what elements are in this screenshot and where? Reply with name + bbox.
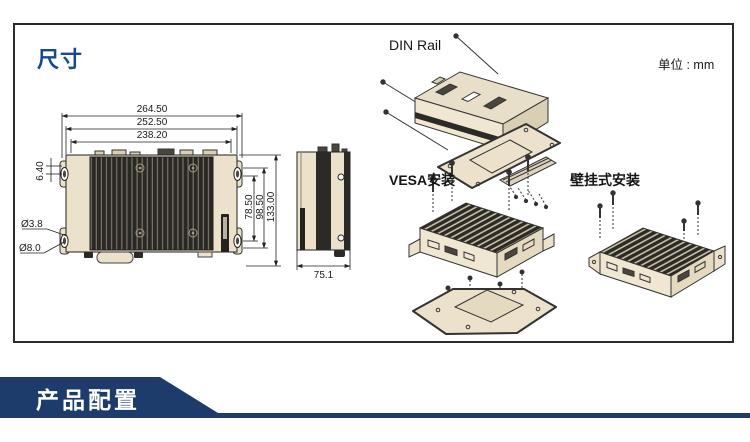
advantech-logo-badge-text	[223, 217, 227, 239]
din-rail-illustration	[380, 33, 561, 210]
side-dark-stripe	[316, 152, 331, 250]
view-label-vesa: VESA安装	[389, 172, 456, 188]
vesa-illustration	[408, 154, 557, 335]
side-view-drawing: 75.1	[296, 143, 351, 281]
advantech-logo-badge-side	[300, 208, 305, 250]
side-bottom-connector	[334, 250, 345, 257]
vesa-screws-mid	[445, 269, 525, 304]
dim-width-outer: 264.50	[137, 104, 168, 115]
dim-height-inner: 78.50	[244, 194, 255, 219]
unit-label: 单位 : mm	[658, 58, 715, 72]
fin-screw-holes	[135, 163, 198, 238]
side-view-dimension-annotations	[296, 250, 351, 270]
top-connector-bumps	[94, 148, 218, 156]
side-dark-edge	[344, 152, 350, 250]
dim-depth: 75.1	[314, 270, 334, 281]
view-label-din-rail: DIN Rail	[389, 37, 442, 53]
dim-hole-small: Ø3.8	[21, 219, 43, 230]
side-screw-hole-bottom	[337, 234, 345, 242]
dim-height-mid: 98.50	[255, 194, 266, 219]
din-rail-bar	[498, 156, 558, 210]
front-view-drawing	[59, 148, 243, 264]
wall-mount-illustration	[588, 190, 726, 298]
product-config-banner-label: 产品配置	[36, 387, 140, 413]
dim-width-mid: 252.50	[137, 117, 168, 128]
vesa-device	[408, 202, 555, 278]
side-top-connectors	[317, 143, 348, 153]
page-title: 尺寸	[37, 47, 84, 72]
front-view-dimension-labels: 264.50 252.50 238.20 6.40 Ø3.8 Ø8.0 78.5…	[19, 104, 277, 254]
front-view-dimension-annotations	[20, 113, 281, 267]
vesa-screws-top	[430, 154, 531, 214]
bottom-feet-and-handle	[84, 251, 213, 264]
dim-width-inner: 238.20	[137, 130, 168, 141]
wall-device	[588, 227, 726, 298]
dim-ear-offset: 6.40	[35, 161, 46, 181]
din-mounting-plate	[437, 123, 561, 189]
dim-height-outer: 133.00	[266, 191, 277, 222]
vesa-plate	[412, 288, 557, 335]
wall-screws	[597, 190, 701, 245]
side-screw-hole-top	[337, 173, 345, 181]
view-label-wall-mount: 壁挂式安装	[570, 172, 640, 188]
heatsink-fins	[89, 156, 214, 251]
ear-holes	[60, 167, 242, 248]
dim-hole-large: Ø8.0	[19, 243, 41, 254]
